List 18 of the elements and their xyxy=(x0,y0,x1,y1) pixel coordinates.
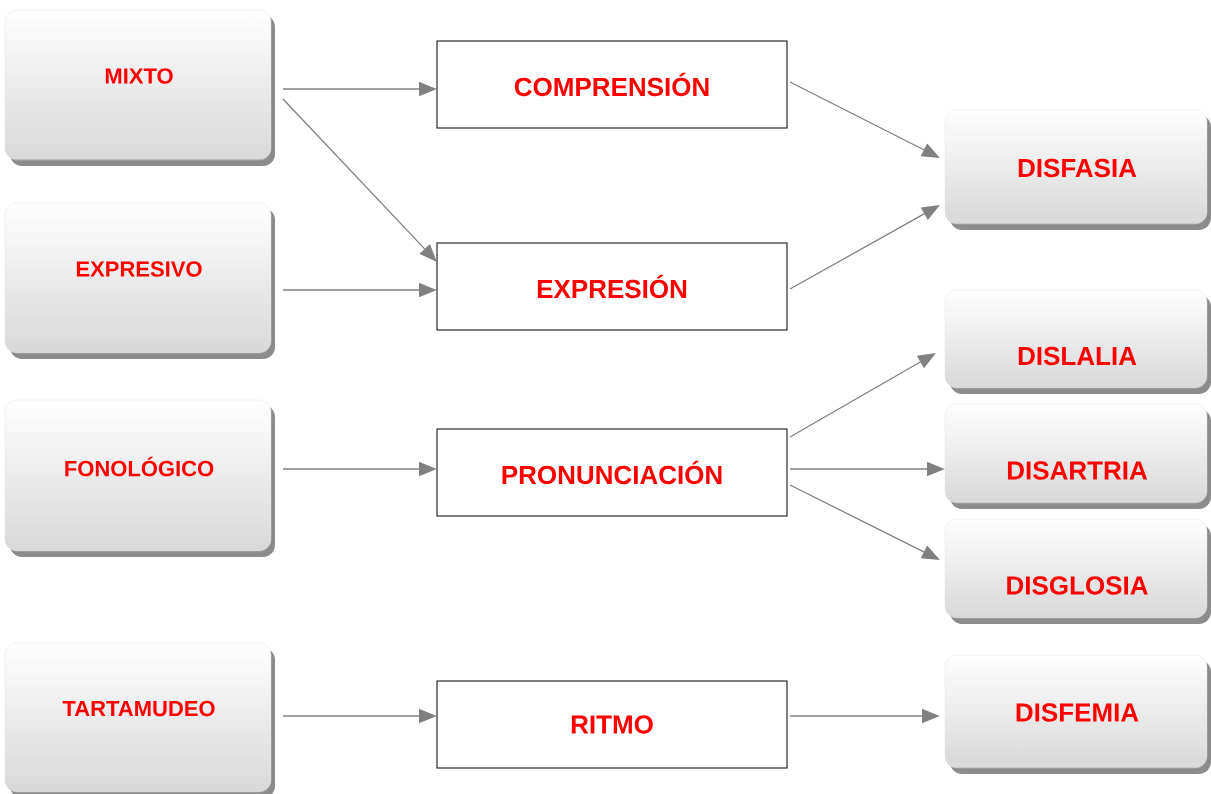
arrow xyxy=(789,484,940,560)
arrow xyxy=(282,98,437,262)
rounded-box: TARTAMUDEO xyxy=(4,642,275,794)
process-box: PRONUNCIACIÓN xyxy=(436,428,788,517)
process-box: COMPRENSIÓN xyxy=(436,40,788,129)
rounded-box: DISARTRIA xyxy=(944,403,1211,509)
arrow xyxy=(789,353,936,438)
rounded-box: DISGLOSIA xyxy=(944,518,1211,624)
arrow xyxy=(789,205,940,290)
rounded-box: EXPRESIVO xyxy=(4,202,275,359)
rounded-box: MIXTO xyxy=(4,9,275,166)
process-box: RITMO xyxy=(436,680,788,769)
arrow xyxy=(789,81,940,158)
rounded-box: DISLALIA xyxy=(944,289,1211,394)
rounded-box: DISFASIA xyxy=(944,109,1211,230)
process-box: EXPRESIÓN xyxy=(436,242,788,331)
rounded-box: FONOLÓGICO xyxy=(4,399,275,557)
rounded-box: DISFEMIA xyxy=(944,654,1211,774)
